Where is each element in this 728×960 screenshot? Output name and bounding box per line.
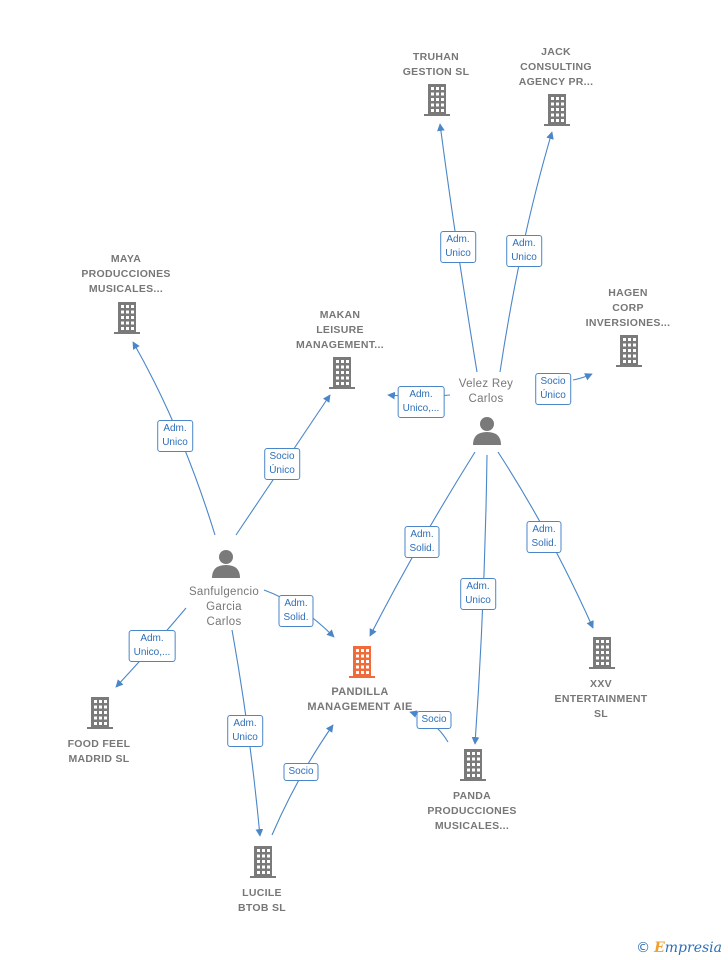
node-label-foodfeel[interactable]: FOOD FEEL MADRID SL	[67, 738, 131, 765]
node-label-sanfulgencio[interactable]: Sanfulgencio Garcia Carlos	[188, 586, 260, 628]
node-label-jack[interactable]: JACK CONSULTING AGENCY PR...	[518, 46, 594, 88]
edge-label-panda-to-pandilla[interactable]: Socio	[416, 711, 452, 729]
node-label-panda[interactable]: PANDA PRODUCCIONES MUSICALES...	[427, 790, 517, 832]
edge-label-velez-to-jack[interactable]: Adm. Unico	[506, 235, 542, 267]
edge-label-sanfulgencio-to-makan[interactable]: Socio Único	[264, 448, 300, 480]
edge-label-velez-to-makan[interactable]: Adm. Unico,...	[397, 386, 445, 418]
edge-label-velez-to-truhan[interactable]: Adm. Unico	[440, 231, 476, 263]
edge-label-velez-to-hagen[interactable]: Socio Único	[535, 373, 571, 405]
building-icon-xxv[interactable]	[589, 637, 615, 669]
building-icon-truhan[interactable]	[424, 84, 450, 116]
edge-label-sanfulgencio-to-maya[interactable]: Adm. Unico	[157, 420, 193, 452]
edge-velez-to-hagen	[572, 373, 593, 381]
empresia-logo: ©Empresia	[636, 940, 722, 956]
node-label-velez[interactable]: Velez Rey Carlos	[458, 378, 514, 405]
edge-label-velez-to-panda[interactable]: Adm. Unico	[460, 578, 496, 610]
node-label-xxv[interactable]: XXV ENTERTAINMENT SL	[554, 678, 648, 720]
node-label-pandilla[interactable]: PANDILLA MANAGEMENT AIE	[307, 686, 413, 713]
node-label-lucile[interactable]: LUCILE BTOB SL	[238, 887, 286, 914]
building-icon-hagen[interactable]	[616, 335, 642, 367]
building-icon-maya[interactable]	[114, 302, 140, 334]
node-label-truhan[interactable]: TRUHAN GESTION SL	[402, 51, 470, 78]
brand-name: mpresia	[664, 940, 722, 956]
person-icon-sanfulgencio[interactable]	[212, 550, 240, 578]
building-icon-panda[interactable]	[460, 749, 486, 781]
brand-initial: E	[654, 940, 665, 956]
person-icon-velez[interactable]	[473, 417, 501, 445]
building-icon-jack[interactable]	[544, 94, 570, 126]
building-icon-foodfeel[interactable]	[87, 697, 113, 729]
node-label-hagen[interactable]: HAGEN CORP INVERSIONES...	[585, 287, 671, 329]
building-icon-lucile[interactable]	[250, 846, 276, 878]
edge-label-velez-to-xxv[interactable]: Adm. Solid.	[526, 521, 562, 553]
edge-label-sanfulgencio-to-lucile[interactable]: Adm. Unico	[227, 715, 263, 747]
edge-label-sanfulgencio-to-foodfeel[interactable]: Adm. Unico,...	[128, 630, 176, 662]
building-icon-pandilla[interactable]	[349, 646, 375, 678]
edge-label-sanfulgencio-to-pandilla[interactable]: Adm. Solid.	[278, 595, 314, 627]
edge-label-lucile-to-pandilla[interactable]: Socio	[283, 763, 319, 781]
edge-label-velez-to-pandilla[interactable]: Adm. Solid.	[404, 526, 440, 558]
building-icon-makan[interactable]	[329, 357, 355, 389]
copyright-symbol: ©	[636, 940, 651, 956]
node-label-makan[interactable]: MAKAN LEISURE MANAGEMENT...	[296, 309, 384, 351]
node-label-maya[interactable]: MAYA PRODUCCIONES MUSICALES...	[81, 253, 171, 295]
